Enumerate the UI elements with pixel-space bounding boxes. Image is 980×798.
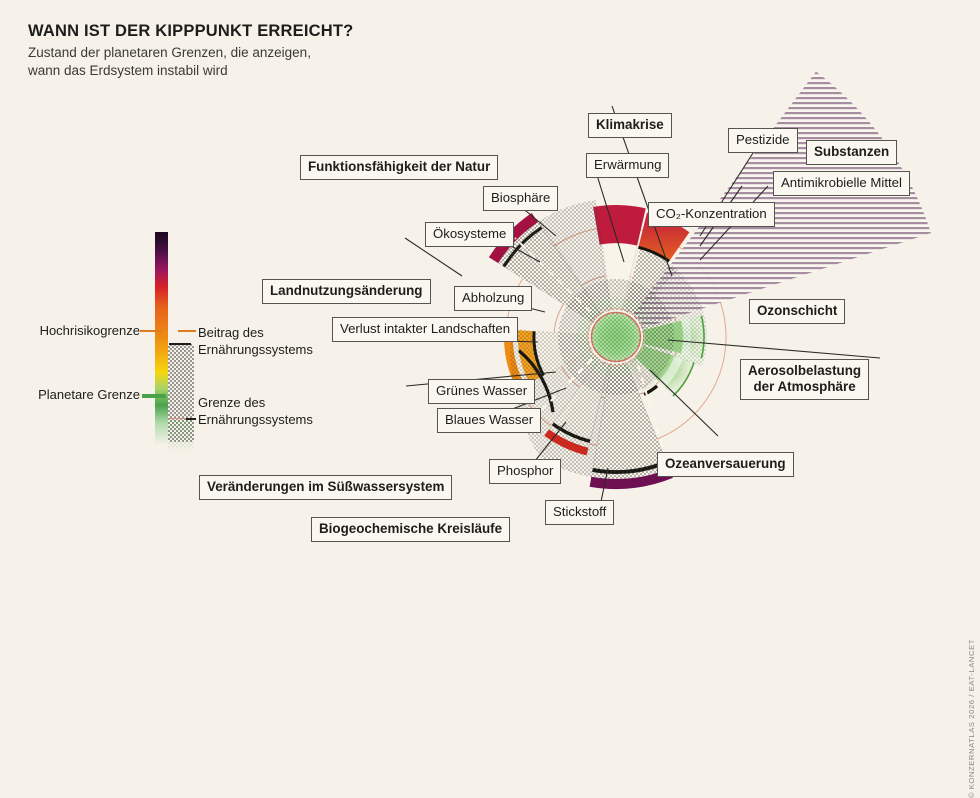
group-label-substanzen[interactable]: Substanzen bbox=[806, 140, 898, 165]
indicator-label-abholzung[interactable]: Abholzung bbox=[454, 286, 533, 311]
food-boundary-tick bbox=[186, 418, 196, 420]
legend-scale-lower bbox=[155, 405, 168, 445]
food-boundary-tick-pink bbox=[169, 418, 191, 419]
indicator-label-phosphor[interactable]: Phosphor bbox=[489, 459, 562, 484]
high-risk-tick-left bbox=[140, 330, 162, 332]
group-label-suesswasser[interactable]: Veränderungen im Süßwassersystem bbox=[199, 475, 453, 500]
page-title: WANN IST DER KIPPPUNKT ERREICHT? bbox=[28, 22, 354, 40]
indicator-label-blaues-wasser[interactable]: Blaues Wasser bbox=[437, 408, 542, 433]
legend-label-high-risk: Hochrisikogrenze bbox=[39, 323, 140, 338]
group-label-ozonschicht[interactable]: Ozonschicht bbox=[749, 299, 846, 324]
group-label-landnutzung[interactable]: Landnutzungsänderung bbox=[262, 279, 431, 304]
core-texture bbox=[592, 313, 640, 361]
page-subtitle: Zustand der planetaren Grenzen, die anze… bbox=[28, 45, 311, 78]
indicator-label-verlust-intakter-landschaften[interactable]: Verlust intakter Landschaften bbox=[332, 317, 519, 342]
legend-label-food-contribution: Beitrag des Ernährungssystems bbox=[198, 325, 313, 357]
legend-label-food-boundary: Grenze des Ernährungssystems bbox=[198, 395, 313, 427]
legend-food-contribution-swatch-fade bbox=[168, 420, 194, 454]
group-label-biogeochemisch[interactable]: Biogeochemische Kreisläufe bbox=[311, 517, 511, 542]
group-label-klimakrise[interactable]: Klimakrise bbox=[588, 113, 672, 138]
indicator-label-co2-konzentration[interactable]: CO₂-Konzentration bbox=[648, 202, 775, 227]
wheel-group bbox=[488, 71, 931, 489]
core-ring-outer bbox=[587, 308, 645, 366]
food-contribution-tick bbox=[169, 343, 191, 345]
group-label-funktionsfaehigkeit[interactable]: Funktionsfähigkeit der Natur bbox=[300, 155, 499, 180]
legend: Hochrisikogrenze Planetare Grenze Beitra… bbox=[0, 0, 360, 480]
group-label-aerosol[interactable]: Aerosolbelastung der Atmosphäre bbox=[740, 359, 870, 400]
indicator-label-pestizide[interactable]: Pestizide bbox=[728, 128, 798, 153]
legend-scale-upper bbox=[155, 232, 168, 337]
food-system-boundary-guides bbox=[514, 237, 669, 464]
indicator-label-gruenes-wasser[interactable]: Grünes Wasser bbox=[428, 379, 536, 404]
legend-scale-middle bbox=[155, 337, 168, 405]
legend-food-contribution-swatch bbox=[168, 344, 194, 442]
legend-label-planetary: Planetare Grenze bbox=[38, 387, 140, 402]
core-ring bbox=[590, 311, 642, 363]
indicator-label-biosphaere[interactable]: Biosphäre bbox=[483, 186, 559, 211]
indicator-label-stickstoff[interactable]: Stickstoff bbox=[545, 500, 615, 525]
high-risk-tick-right bbox=[178, 330, 196, 332]
credit-text: © KONZERNATLAS 2026 / EAT-LANCET bbox=[967, 639, 976, 798]
planetary-boundary-tick bbox=[142, 394, 166, 398]
indicator-label-antimikrobielle-mittel[interactable]: Antimikrobielle Mittel bbox=[773, 171, 910, 196]
group-label-ozeanversauerung[interactable]: Ozeanversauerung bbox=[657, 452, 794, 477]
indicator-label-erwaermung[interactable]: Erwärmung bbox=[586, 153, 670, 178]
indicator-label-oekosysteme[interactable]: Ökosysteme bbox=[425, 222, 515, 247]
